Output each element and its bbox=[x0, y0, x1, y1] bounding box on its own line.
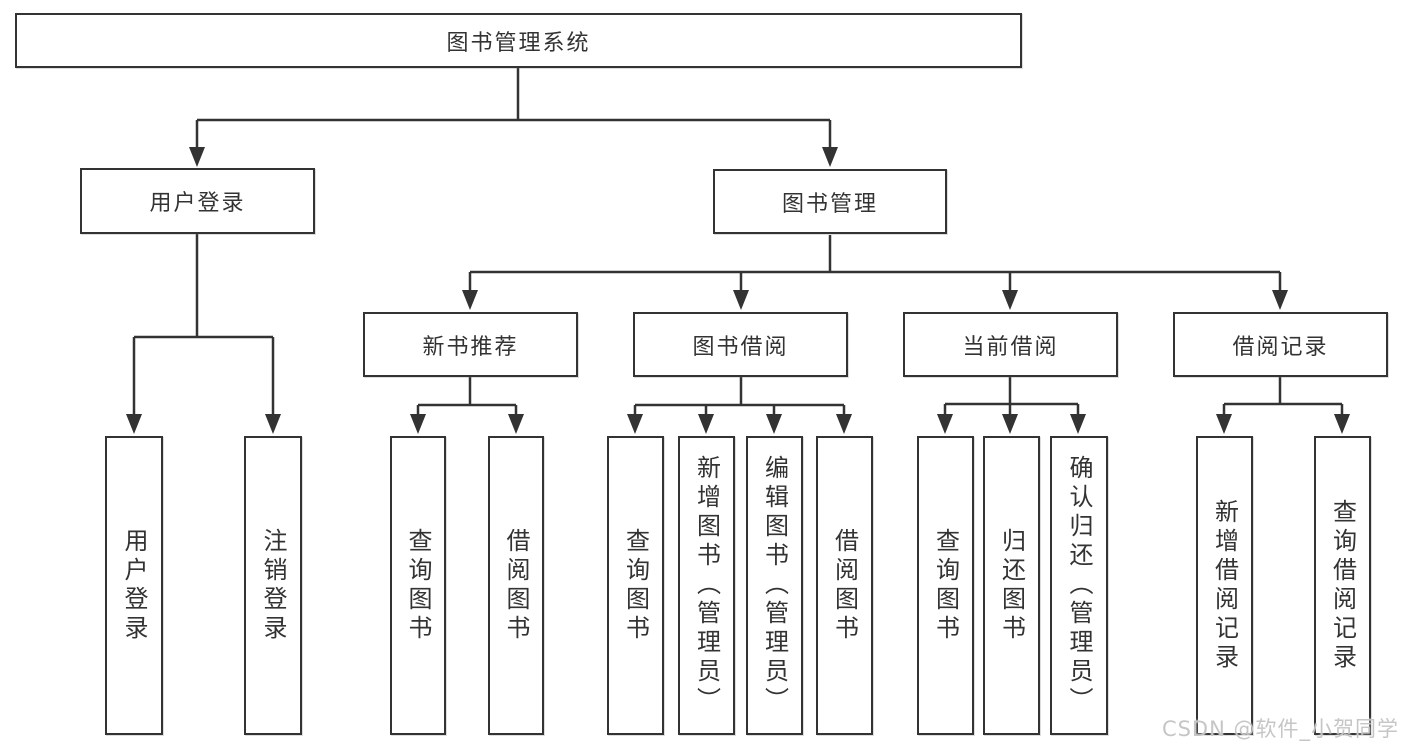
node-new-book-recommend-label: 新书推荐 bbox=[422, 334, 519, 360]
leaf-borrow-books-recommend: 借阅图书 bbox=[488, 436, 544, 735]
leaf-return-book: 归还图书 bbox=[983, 436, 1040, 735]
leaf-edit-book-admin: 编辑图书（管理员） bbox=[746, 436, 803, 735]
node-current-borrow: 当前借阅 bbox=[903, 312, 1118, 377]
leaf-query-books-borrow-label: 查询图书 bbox=[621, 527, 650, 644]
leaf-confirm-return-admin-label: 确认归还（管理员） bbox=[1065, 455, 1093, 716]
node-system-root: 图书管理系统 bbox=[15, 13, 1022, 68]
leaf-logout: 注销登录 bbox=[244, 436, 302, 735]
leaf-query-books-borrow: 查询图书 bbox=[607, 436, 664, 735]
leaf-borrow-books: 借阅图书 bbox=[816, 436, 873, 735]
leaf-query-borrow-record: 查询借阅记录 bbox=[1314, 436, 1371, 735]
node-new-book-recommend: 新书推荐 bbox=[363, 312, 578, 377]
leaf-logout-label: 注销登录 bbox=[259, 527, 287, 644]
leaf-add-book-admin: 新增图书（管理员） bbox=[678, 436, 735, 735]
node-system-root-label: 图书管理系统 bbox=[446, 30, 591, 56]
leaf-edit-book-admin-label: 编辑图书（管理员） bbox=[760, 455, 789, 716]
leaf-query-borrow-record-label: 查询借阅记录 bbox=[1328, 498, 1357, 673]
leaf-query-books-current: 查询图书 bbox=[917, 436, 974, 735]
node-book-management-label: 图书管理 bbox=[781, 191, 878, 217]
node-user-login-group-label: 用户登录 bbox=[149, 191, 246, 216]
leaf-add-borrow-record-label: 新增借阅记录 bbox=[1210, 498, 1239, 673]
node-book-borrow: 图书借阅 bbox=[633, 312, 848, 377]
node-user-login-group: 用户登录 bbox=[80, 168, 315, 234]
leaf-query-books-recommend-label: 查询图书 bbox=[404, 527, 432, 644]
node-borrow-records: 借阅记录 bbox=[1173, 312, 1388, 377]
node-current-borrow-label: 当前借阅 bbox=[962, 334, 1059, 360]
csdn-watermark: CSDN @软件_小贺同学 bbox=[1161, 717, 1399, 741]
node-borrow-records-label: 借阅记录 bbox=[1232, 334, 1329, 360]
leaf-add-book-admin-label: 新增图书（管理员） bbox=[692, 455, 721, 716]
leaf-return-book-label: 归还图书 bbox=[997, 527, 1026, 644]
node-book-borrow-label: 图书借阅 bbox=[692, 334, 789, 360]
leaf-borrow-books-label: 借阅图书 bbox=[830, 527, 859, 644]
leaf-query-books-current-label: 查询图书 bbox=[931, 527, 960, 644]
leaf-confirm-return-admin: 确认归还（管理员） bbox=[1050, 436, 1108, 735]
leaf-user-login-label: 用户登录 bbox=[120, 527, 148, 644]
leaf-query-books-recommend: 查询图书 bbox=[390, 436, 446, 735]
leaf-add-borrow-record: 新增借阅记录 bbox=[1196, 436, 1253, 735]
leaf-user-login: 用户登录 bbox=[105, 436, 163, 735]
node-book-management: 图书管理 bbox=[713, 169, 947, 234]
leaf-borrow-books-recommend-label: 借阅图书 bbox=[502, 527, 530, 644]
